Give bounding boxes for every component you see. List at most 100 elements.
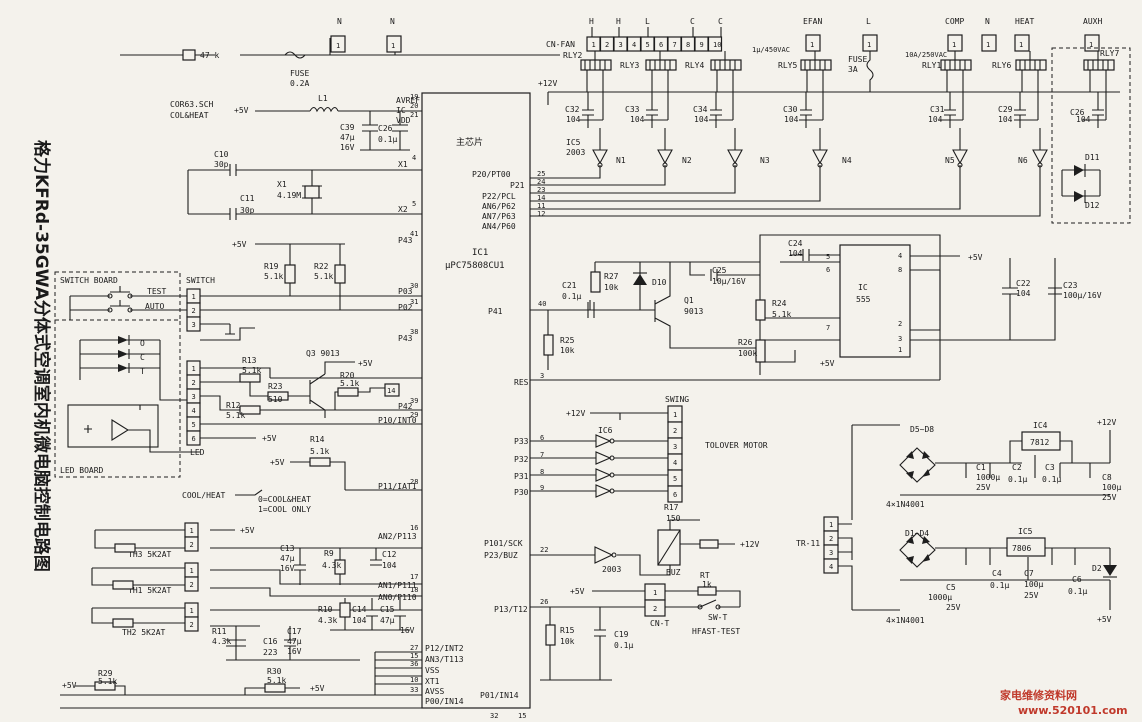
cn-fan-pin-3-num: 3 [619, 41, 623, 49]
r13-label: R13 [242, 356, 257, 365]
n4: 4 [412, 154, 416, 162]
ic555-pin-8: 8 [898, 266, 902, 274]
relay-coil-lines-0 [584, 60, 606, 70]
ps-c4-val: 0.1μ [990, 581, 1009, 590]
driver-cap-val-0: 104 [566, 115, 581, 124]
cn-fan-pin-4-num: 4 [632, 41, 636, 49]
r10-val: 4.3k [318, 616, 337, 625]
comp-label: COMP [945, 17, 964, 26]
c17-v: 16V [287, 647, 302, 656]
n15: 15 [410, 652, 418, 660]
tr-pin-2-num: 2 [829, 535, 833, 543]
driver-cap-val-1: 104 [630, 115, 645, 124]
rly3-label: RLY3 [620, 61, 639, 70]
c33-label: C33 [625, 105, 640, 114]
c10-label: C10 [214, 150, 229, 159]
r26-val: 100k [738, 349, 757, 358]
ps-c2: C2 [1012, 463, 1022, 472]
led-pin-2-num: 2 [192, 379, 196, 387]
c26-drv-label: C26 [1070, 108, 1085, 117]
n8s: 8 [540, 468, 544, 476]
pin-x2: X2 [398, 205, 408, 214]
cn-fan-pin-6-num: 6 [659, 41, 663, 49]
ic555-pin-2: 2 [898, 320, 902, 328]
driver-cap-4 [944, 92, 956, 128]
c26-val: 0.1μ [378, 135, 397, 144]
rly5-label: RLY5 [778, 61, 797, 70]
coolheat-sch-label: COL&HEAT [170, 111, 209, 120]
r22-label: R22 [314, 262, 329, 271]
c29-label: C29 [998, 105, 1013, 114]
mode-opt1: 1=COOL ONLY [258, 505, 311, 514]
r11-val: 4.3k [212, 637, 231, 646]
c13-label: C13 [280, 544, 295, 553]
pin-an6: AN6/P62 [482, 202, 516, 211]
led-5v: +5V [262, 434, 277, 443]
rt-label: RT [700, 571, 710, 580]
ic555-pin-7: 7 [826, 324, 830, 332]
tr-label: TR-11 [796, 539, 820, 548]
c14-val: 104 [352, 616, 367, 625]
pin-p33: P33 [514, 437, 529, 446]
rly1-label: RLY1 [922, 61, 941, 70]
r11-label: R11 [212, 627, 227, 636]
watermark: 家电维修资料网 www.520101.com [1000, 688, 1128, 717]
led-board-label: LED BOARD [60, 466, 104, 475]
c21-label: C21 [562, 281, 577, 290]
n31: 31 [410, 298, 418, 306]
mode-5v: +5V [270, 458, 285, 467]
c13-v: 16V [280, 564, 295, 573]
c10-val: 30p [214, 160, 229, 169]
r25-label: R25 [560, 336, 575, 345]
relay-coil-4 [940, 59, 972, 71]
n22: 22 [540, 546, 548, 554]
swing-pin-5-num: 5 [673, 475, 677, 483]
ic4-part: 7812 [1030, 438, 1049, 447]
r25-val: 10k [560, 346, 575, 355]
c11-label: C11 [240, 194, 255, 203]
led-o: O [140, 339, 145, 348]
n32: 32 [490, 712, 498, 720]
crystal-x1 [304, 185, 320, 199]
relay-coil-0 [580, 59, 612, 71]
driver-cap-val-4: 104 [928, 115, 943, 124]
rt-val: 1k [702, 580, 712, 589]
pin-p10: P10/INT0 [378, 416, 417, 425]
pin-p03: P03 [398, 287, 413, 296]
r19-label: R19 [264, 262, 279, 271]
swing-pin-3-num: 3 [673, 443, 677, 451]
led-pin-6-num: 6 [192, 435, 196, 443]
ic5-7806 [1006, 537, 1046, 557]
ps-c1: C1 [976, 463, 986, 472]
r9-val: 4.3k [322, 561, 341, 570]
r12-val: 5.1k [226, 411, 245, 420]
driver-cap-1 [646, 92, 658, 128]
n20: 20 [410, 102, 418, 110]
n2-inv: N2 [682, 156, 692, 165]
rly6-label: RLY6 [992, 61, 1011, 70]
bridge-2-diodes [906, 536, 930, 564]
test-pin-2-num: 2 [653, 605, 657, 613]
driver-cap-5 [1014, 92, 1026, 128]
led-board-box [54, 319, 181, 478]
n26: 26 [540, 598, 548, 606]
tr-pin-3-num: 3 [829, 549, 833, 557]
pin-vss: VSS [425, 666, 440, 675]
l1-inductor [309, 106, 339, 113]
c26-label: C26 [378, 124, 393, 133]
swing-driver-dot-0 [609, 438, 615, 444]
pin-p41: P41 [488, 307, 503, 316]
test-5v: +5V [570, 587, 585, 596]
mode-select-section: +5V R14 5.1k COOL/HEAT 0=COOL&HEAT 1=COO… [182, 435, 422, 514]
ic4-label: IC4 [1033, 421, 1048, 430]
c12-label: C12 [382, 550, 397, 559]
swing-12v: +12V [566, 409, 585, 418]
bridge-1-diodes [906, 451, 930, 479]
fuse2-value: 3A [848, 65, 858, 74]
n2-label: N [390, 17, 395, 26]
fuse2-label: FUSE [848, 55, 867, 64]
sensor1-pin-2-box [184, 576, 199, 592]
